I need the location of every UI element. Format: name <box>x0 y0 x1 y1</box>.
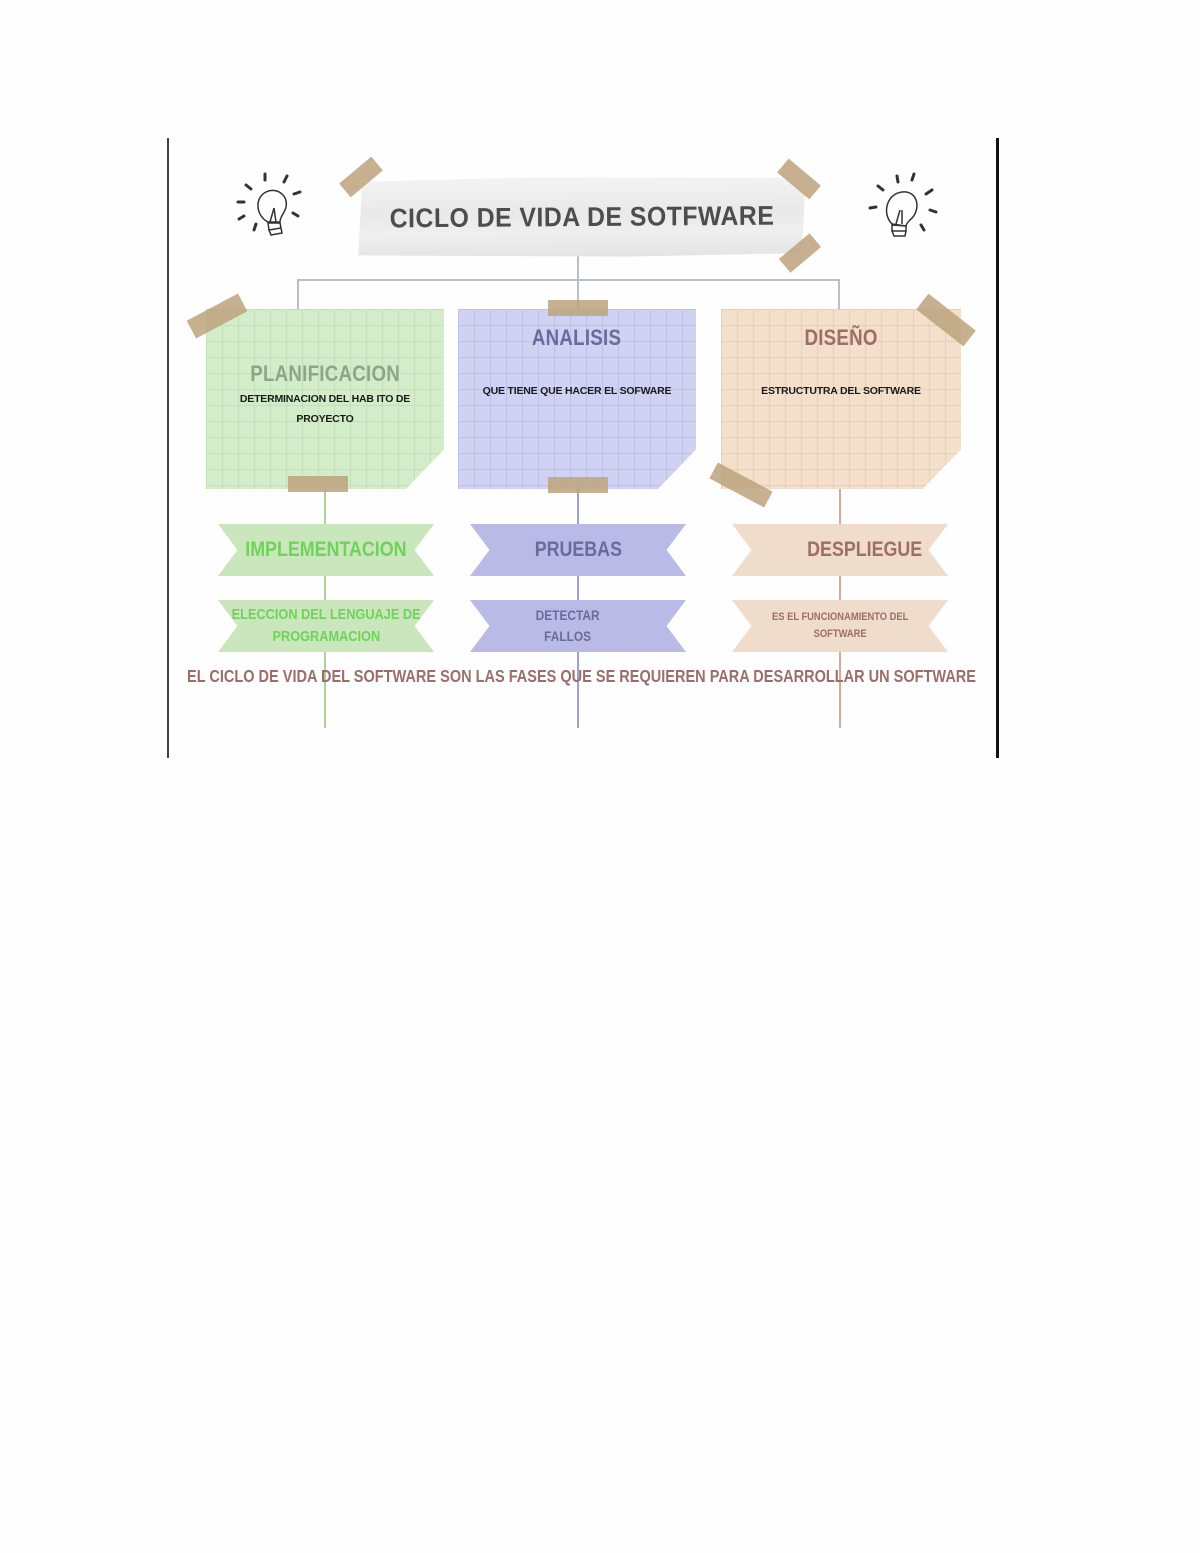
frame-border-left <box>167 138 169 758</box>
ribbon-title: PRUEBAS <box>534 538 622 562</box>
ribbon-description: FALLOS <box>544 628 592 644</box>
lightbulb-icon <box>236 172 302 236</box>
ribbon-description: SOFTWARE <box>813 628 867 640</box>
ribbon-description: PROGRAMACION <box>272 628 380 645</box>
phase-title: ANALISIS <box>532 325 622 350</box>
ribbon-title: IMPLEMENTACION <box>245 538 407 562</box>
tape-strip <box>288 476 348 492</box>
ribbon-description: DETECTAR <box>536 607 600 624</box>
phase-description: ESTRUCTUTRA DEL SOFTWARE <box>761 385 921 397</box>
connector-title-stem <box>577 255 579 281</box>
tape-strip <box>548 300 608 316</box>
ribbon-despliegue: DESPLIEGUE <box>732 524 948 576</box>
phase-description: DETERMINACION DEL HAB ITO DE <box>239 393 411 405</box>
phase-title: DISEÑO <box>804 325 878 350</box>
phase-card-diseno: DISEÑO ESTRUCTUTRA DEL SOFTWARE <box>721 309 961 489</box>
ribbon-implementacion: IMPLEMENTACION <box>218 524 434 576</box>
ribbon-implementacion-detail: ELECCION DEL LENGUAJE DE PROGRAMACION <box>218 600 434 652</box>
frame-border-right <box>996 138 999 758</box>
phase-card-planificacion: PLANIFICACION DETERMINACION DEL HAB ITO … <box>206 309 444 489</box>
summary-text: EL CICLO DE VIDA DEL SOFTWARE SON LAS FA… <box>187 666 976 686</box>
ribbon-title: DESPLIEGUE <box>807 538 923 562</box>
phase-title: PLANIFICACION <box>250 361 400 386</box>
tape-strip <box>548 477 608 493</box>
connector-right-drop <box>838 279 840 311</box>
ribbon-pruebas-detail: DETECTAR FALLOS <box>470 600 686 652</box>
ribbon-description: ELECCION DEL LENGUAJE DE <box>231 606 421 623</box>
phase-description: PROYECTO <box>296 413 354 425</box>
title-banner: CICLO DE VIDA DE SOTFWARE <box>358 175 807 258</box>
ribbon-despliegue-detail: ES EL FUNCIONAMIENTO DEL SOFTWARE <box>732 600 948 652</box>
connector-horizontal <box>297 279 840 281</box>
lightbulb-icon <box>868 172 938 237</box>
diagram-title: CICLO DE VIDA DE SOTFWARE <box>389 200 775 233</box>
phase-card-analisis: ANALISIS QUE TIENE QUE HACER EL SOFWARE <box>458 309 696 489</box>
connector-left-drop <box>297 279 299 311</box>
ribbon-description: ES EL FUNCIONAMIENTO DEL <box>771 610 909 623</box>
phase-description: QUE TIENE QUE HACER EL SOFWARE <box>482 385 672 397</box>
ribbon-pruebas: PRUEBAS <box>470 524 686 576</box>
connector-middle-drop <box>577 279 579 311</box>
